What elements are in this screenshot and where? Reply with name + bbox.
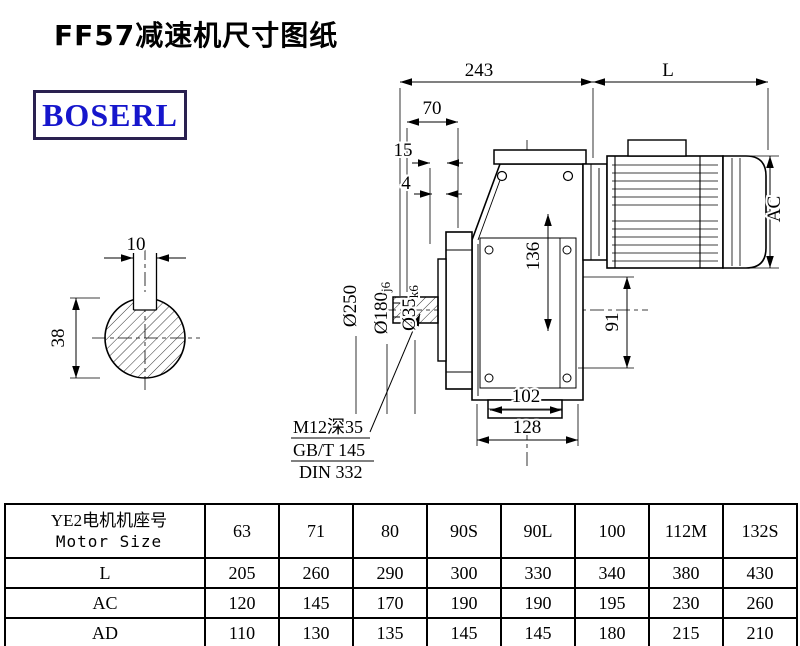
motor-body (606, 155, 724, 269)
value-cell: 230 (648, 587, 724, 619)
value-cell: 260 (278, 557, 354, 589)
motor-size-label-en: Motor Size (55, 531, 163, 551)
keyway-cutout (133, 292, 157, 310)
size-cell: 90L (500, 503, 576, 559)
value-cell: 190 (426, 587, 502, 619)
brand-logo: BOSERL (33, 90, 187, 140)
dim-L: L (662, 60, 674, 81)
dimension-lines (70, 78, 779, 462)
size-cell: 80 (352, 503, 428, 559)
size-cell: 90S (426, 503, 502, 559)
motor-size-label-cn: YE2电机机座号 (50, 511, 168, 531)
dim-15: 15 (394, 140, 413, 161)
row-label: AC (4, 587, 206, 619)
dim-128: 128 (513, 417, 542, 438)
row-label: AD (4, 617, 206, 646)
value-cell: 290 (352, 557, 428, 589)
size-cell: 63 (204, 503, 280, 559)
table-header-motor-size: YE2电机机座号 Motor Size (4, 503, 206, 559)
motor-size-table: YE2电机机座号 Motor Size 63 71 80 90S 90L 100… (4, 503, 798, 646)
dim-flange-diameter: Ø250 (340, 285, 361, 327)
value-cell: 430 (722, 557, 798, 589)
terminal-box (627, 139, 687, 157)
thread-note: M12深35 GB/T 145 DIN 332 (293, 417, 365, 482)
keyway-lines (132, 253, 158, 311)
mounting-flange (445, 231, 473, 390)
reducer-main-view (392, 149, 587, 419)
table-row-AD: AD 110 130 135 145 145 180 215 210 (4, 617, 798, 646)
note-gbt-standard: GB/T 145 (293, 440, 365, 460)
value-cell: 215 (648, 617, 724, 646)
value-cell: 130 (278, 617, 354, 646)
motor-view (582, 139, 767, 269)
size-cell: 112M (648, 503, 724, 559)
dim-4: 4 (401, 173, 411, 194)
value-cell: 195 (574, 587, 650, 619)
thread-leader-line (369, 313, 421, 433)
dim-spigot-main: Ø180 (371, 292, 392, 334)
value-cell: 340 (574, 557, 650, 589)
value-cell: 135 (352, 617, 428, 646)
value-cell: 300 (426, 557, 502, 589)
row-label: L (4, 557, 206, 589)
note-tap: M12深35 (293, 417, 363, 437)
size-cell: 71 (278, 503, 354, 559)
dimension-labels: 243 L 70 15 4 10 38 Ø250 Ø180j6 Ø35k6 13… (46, 58, 787, 440)
shaft-end-view (104, 253, 186, 379)
motor-adapter (582, 163, 608, 261)
dim-10: 10 (127, 234, 146, 255)
value-cell: 170 (352, 587, 428, 619)
value-cell: 120 (204, 587, 280, 619)
dim-70: 70 (423, 98, 442, 119)
table-header-row: YE2电机机座号 Motor Size 63 71 80 90S 90L 100… (4, 503, 798, 559)
dim-136: 136 (523, 242, 544, 271)
page-title: FF57减速机尺寸图纸 (54, 19, 339, 52)
flange-spigot (437, 258, 447, 362)
table-row-AC: AC 120 145 170 190 190 195 230 260 (4, 587, 798, 619)
dim-shaft-diameter: Ø35k6 (399, 285, 421, 331)
dim-AC: AC (764, 196, 785, 222)
value-cell: 180 (574, 617, 650, 646)
value-cell: 260 (722, 587, 798, 619)
value-cell: 190 (500, 587, 576, 619)
value-cell: 205 (204, 557, 280, 589)
housing-outline (471, 163, 584, 401)
value-cell: 145 (426, 617, 502, 646)
brand-logo-text: BOSERL (42, 96, 178, 133)
value-cell: 110 (204, 617, 280, 646)
value-cell: 145 (500, 617, 576, 646)
dim-spigot-fit: j6 (378, 281, 393, 293)
housing-cavity (479, 237, 577, 389)
dim-102: 102 (512, 386, 541, 407)
dim-91: 91 (602, 313, 623, 332)
table-row-L: L 205 260 290 300 330 340 380 430 (4, 557, 798, 589)
note-din-standard: DIN 332 (299, 462, 363, 482)
technical-drawing: 243 L 70 15 4 10 38 Ø250 Ø180j6 Ø35k6 13… (46, 58, 787, 482)
dim-spigot-diameter: Ø180j6 (371, 281, 393, 334)
dim-38: 38 (48, 329, 69, 348)
fan-cover (722, 155, 767, 269)
value-cell: 145 (278, 587, 354, 619)
housing-top-cap (493, 149, 587, 165)
dim-shaft-fit: k6 (406, 285, 421, 299)
value-cell: 330 (500, 557, 576, 589)
motor-fins (612, 164, 718, 262)
value-cell: 380 (648, 557, 724, 589)
size-cell: 132S (722, 503, 798, 559)
dim-shaft-main: Ø35 (399, 298, 420, 331)
value-cell: 210 (722, 617, 798, 646)
dim-243: 243 (465, 60, 494, 81)
size-cell: 100 (574, 503, 650, 559)
